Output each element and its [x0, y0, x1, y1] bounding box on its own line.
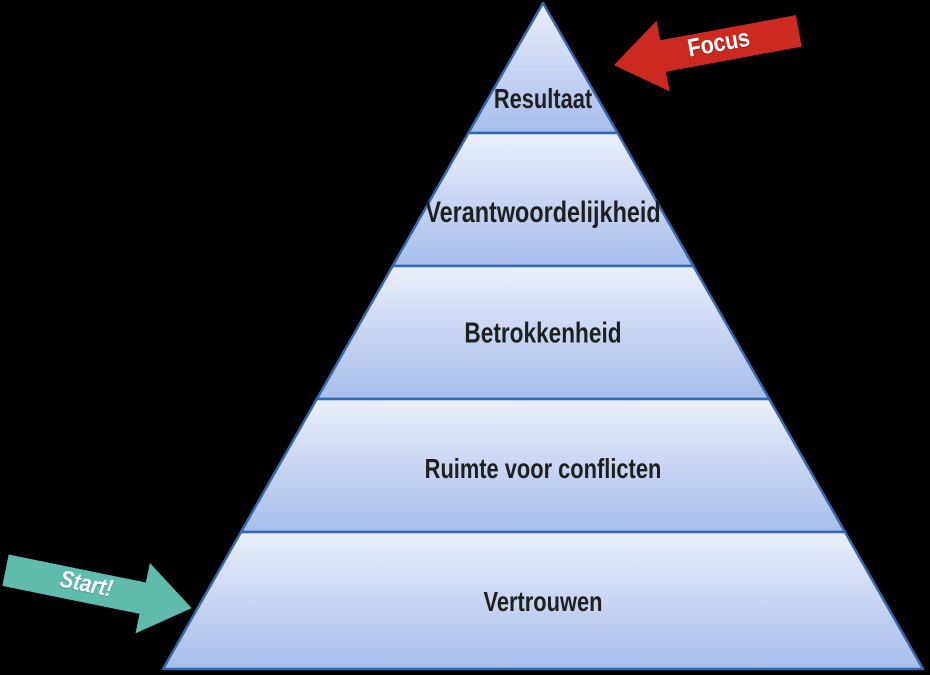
pyramid-label-verantwoordelijkheid: Verantwoordelijkheid — [425, 196, 661, 229]
pyramid-label-resultaat: Resultaat — [493, 83, 593, 114]
pyramid-label-ruimte-voor-conflicten: Ruimte voor conflicten — [424, 453, 662, 484]
start-arrow: Start! — [0, 528, 202, 645]
focus-arrow: Focus — [604, 0, 807, 103]
right-block-arrow-icon — [2, 554, 192, 634]
pyramid-label-betrokkenheid: Betrokkenheid — [464, 317, 622, 350]
left-block-arrow-icon — [613, 15, 802, 92]
pyramid-level-vertrouwen — [161, 530, 925, 671]
focus-arrow-shape — [613, 15, 802, 92]
pyramid-label-vertrouwen: Vertrouwen — [483, 586, 603, 617]
start-arrow-shape — [2, 554, 192, 634]
